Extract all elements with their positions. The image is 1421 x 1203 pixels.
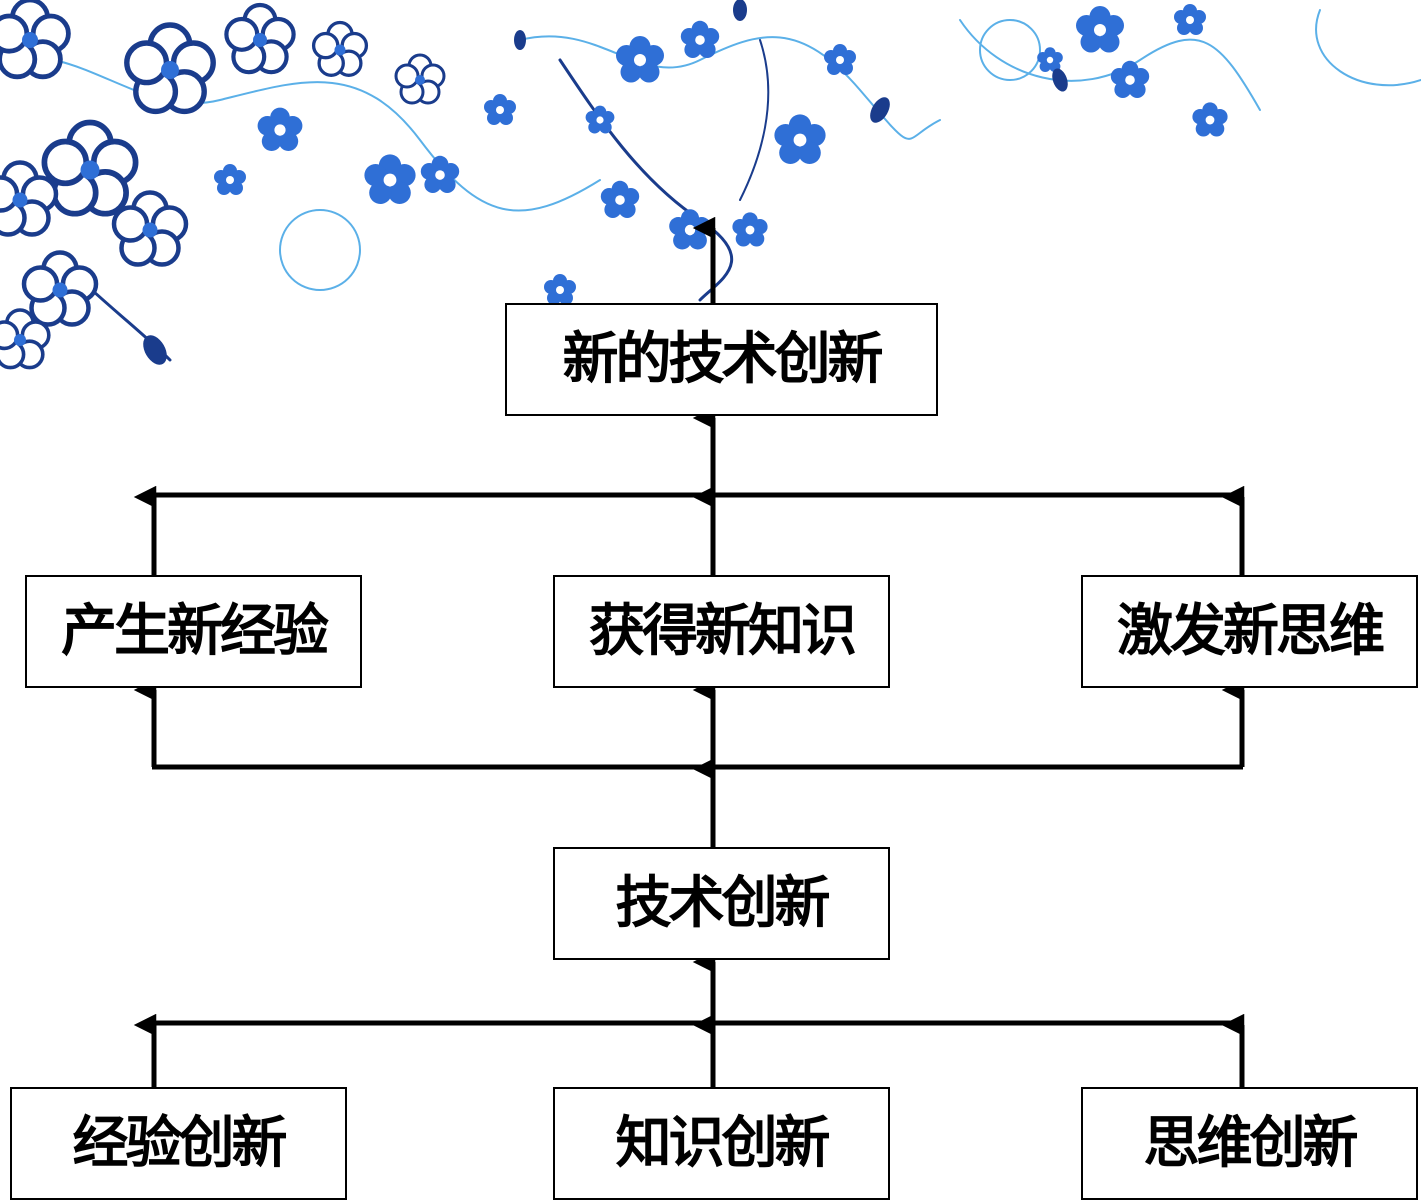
- node-label: 获得新知识: [589, 598, 857, 664]
- floral-ornament-icon: [0, 0, 1421, 370]
- node-label: 经验创新: [72, 1110, 288, 1176]
- node-experience-innovation: 经验创新: [10, 1087, 347, 1200]
- node-new-experience: 产生新经验: [25, 575, 362, 688]
- node-thinking-innovation: 思维创新: [1081, 1087, 1418, 1200]
- node-label: 思维创新: [1143, 1110, 1359, 1176]
- node-new-knowledge: 获得新知识: [553, 575, 890, 688]
- node-new-thinking: 激发新思维: [1081, 575, 1418, 688]
- node-new-technical-innovation: 新的技术创新: [505, 303, 938, 416]
- node-label: 激发新思维: [1117, 598, 1385, 664]
- node-label: 产生新经验: [61, 598, 329, 664]
- node-knowledge-innovation: 知识创新: [553, 1087, 890, 1200]
- node-label: 知识创新: [615, 1110, 831, 1176]
- node-label: 技术创新: [615, 870, 831, 936]
- node-technical-innovation: 技术创新: [553, 847, 890, 960]
- node-label: 新的技术创新: [562, 326, 884, 392]
